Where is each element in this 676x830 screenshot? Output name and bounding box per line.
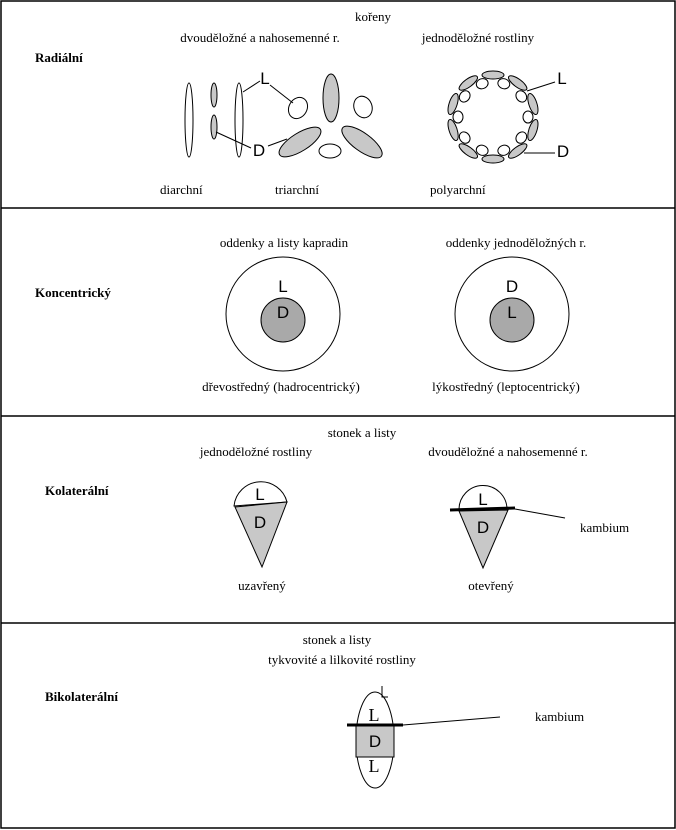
type-label: diarchní <box>160 182 203 197</box>
closed-bundle <box>233 481 288 569</box>
section-collateral: Kolaterální stonek a listy jednoděložné … <box>45 425 629 593</box>
xylem-label: D <box>557 142 569 161</box>
caption: dřevostředný (hadrocentrický) <box>202 379 360 394</box>
phloem-strand <box>458 131 471 144</box>
heading: stonek a listy <box>303 632 372 647</box>
inner-phloem-label: L <box>369 756 380 776</box>
phloem-strand <box>515 131 528 144</box>
polyarch-bundle <box>447 70 539 164</box>
xylem-strand <box>458 143 479 159</box>
phloem-strand <box>515 90 528 103</box>
xylem-strand <box>527 92 539 116</box>
group-label: jednoděložné rostliny <box>199 444 313 459</box>
phloem-label: L <box>557 69 566 88</box>
phloem-label: L <box>507 303 516 322</box>
phloem-strand <box>452 110 464 124</box>
xylem-label: D <box>477 518 489 537</box>
triarch-bundle <box>278 73 383 159</box>
section-title: Kolaterální <box>45 483 109 498</box>
phloem-label: L <box>478 490 487 509</box>
phloem-strand <box>458 90 471 103</box>
xylem-label: D <box>254 513 266 532</box>
heading: stonek a listy <box>328 425 397 440</box>
group-label: oddenky a listy kapradin <box>220 235 349 250</box>
cambium-line <box>449 506 516 512</box>
caption: lýkostředný (leptocentrický) <box>432 379 580 394</box>
phloem-strand <box>522 110 534 124</box>
phloem-label: L <box>255 485 264 504</box>
section-bicollateral: Bikolaterální stonek a listy tykvovité a… <box>45 632 584 789</box>
caption: otevřený <box>468 578 514 593</box>
type-label: polyarchní <box>430 182 486 197</box>
outer-phloem-label: L <box>369 705 380 725</box>
xylem-label: D <box>277 303 289 322</box>
group-label: oddenky jednoděložných r. <box>446 235 586 250</box>
heading: kořeny <box>355 9 392 24</box>
bicollateral-bundle <box>347 686 501 789</box>
phloem-strand <box>497 144 511 156</box>
section-concentric: Koncentrický oddenky a listy kapradin od… <box>35 235 586 394</box>
xylem-strand <box>447 118 459 142</box>
diarch-bundle <box>184 82 244 158</box>
phloem-strand <box>475 78 489 90</box>
section-title: Koncentrický <box>35 285 111 300</box>
xylem-strand <box>458 75 479 91</box>
section-radial: Radiální kořeny dvouděložné a nahosemenn… <box>35 9 569 197</box>
open-bundle <box>449 485 566 570</box>
section-title: Radiální <box>35 50 83 65</box>
xylem-label: D <box>253 141 265 160</box>
xylem-strand <box>481 70 505 80</box>
xylem-label: D <box>369 732 381 751</box>
xylem-label: D <box>506 277 518 296</box>
caption: uzavřený <box>238 578 286 593</box>
xylem-strand <box>527 118 539 142</box>
xylem-strand <box>507 143 528 159</box>
group-label: jednoděložné rostliny <box>421 30 535 45</box>
cambium-label: kambium <box>535 709 584 724</box>
xylem-strand <box>481 154 505 164</box>
phloem-strand <box>497 78 511 90</box>
xylem-strand <box>447 92 459 116</box>
phloem-label: L <box>278 277 287 296</box>
group-label: dvouděložné a nahosemenné r. <box>180 30 340 45</box>
phloem-strand <box>475 144 489 156</box>
section-title: Bikolaterální <box>45 689 118 704</box>
group-label: tykvovité a lilkovité rostliny <box>268 652 416 667</box>
group-label: dvouděložné a nahosemenné r. <box>428 444 588 459</box>
phloem-label: L <box>260 69 269 88</box>
type-label: triarchní <box>275 182 319 197</box>
xylem-strand <box>507 75 528 91</box>
cambium-label: kambium <box>580 520 629 535</box>
